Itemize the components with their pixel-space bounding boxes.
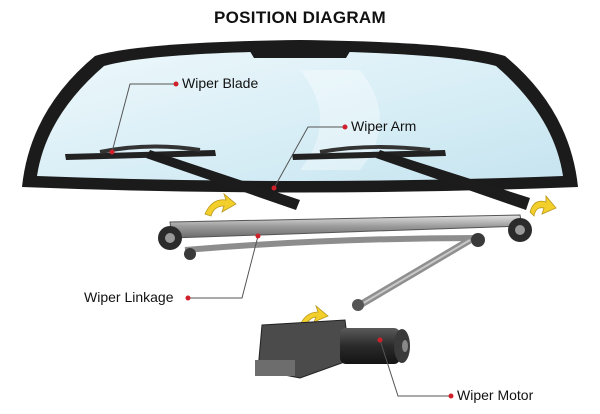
windshield-glass: [37, 51, 563, 181]
motor-body: [340, 328, 400, 364]
linkage-joint: [471, 233, 485, 247]
linkage-drive-rod-inner: [359, 239, 471, 306]
wiper-arm-leader: [273, 126, 345, 189]
motor-bracket: [255, 360, 295, 376]
leader-dots: [109, 81, 454, 399]
wiper-blade-dot: [173, 81, 179, 87]
right-wiper-blade: [292, 150, 446, 160]
left-pivot-cap: [165, 233, 175, 243]
windshield-glare: [300, 70, 380, 170]
wiper-blade-label: Wiper Blade: [182, 75, 259, 91]
wiper-motor-assembly: [255, 299, 410, 379]
wiper-linkage-leader: [188, 235, 259, 299]
right-wiper: [292, 144, 530, 210]
left-pivot-arrow-icon: [204, 192, 237, 217]
wiper-linkage-assembly: [158, 214, 532, 309]
motor-crank: [352, 299, 364, 311]
windshield: [22, 40, 578, 193]
right-wiper-blade-frame: [319, 144, 431, 154]
wiper-motor-label: Wiper Motor: [457, 387, 534, 403]
wiper-linkage-dot: [185, 295, 191, 301]
wiper-arm-target-dot: [271, 185, 277, 191]
wiper-blade-leader: [111, 83, 176, 153]
leader-lines: [111, 83, 451, 397]
linkage-joint-lower: [184, 248, 196, 260]
linkage-main-bar: [169, 214, 523, 239]
linkage-lower-rod: [184, 235, 481, 253]
rear-view-mirror-mount: [248, 48, 352, 58]
left-wiper-blade: [65, 150, 216, 160]
wiper-arm-label: Wiper Arm: [351, 118, 417, 134]
wiper-blade-target-dot: [109, 149, 115, 155]
wiper-motor-leader: [379, 339, 451, 397]
right-wiper-arm: [376, 150, 530, 210]
wiper-linkage-label: Wiper Linkage: [84, 289, 174, 305]
wiper-arm-dot: [342, 124, 348, 130]
wiper-motor-target-dot: [377, 337, 383, 343]
right-pivot-arrow-icon: [529, 194, 557, 217]
left-wiper-arm: [146, 150, 300, 210]
wiper-linkage-target-dot: [255, 233, 261, 239]
wiper-motor-dot: [448, 393, 454, 399]
pivot-arrows: [204, 192, 557, 329]
motor-shaft: [402, 340, 408, 352]
diagram-title: POSITION DIAGRAM: [214, 8, 386, 27]
right-pivot-cap: [515, 225, 525, 235]
